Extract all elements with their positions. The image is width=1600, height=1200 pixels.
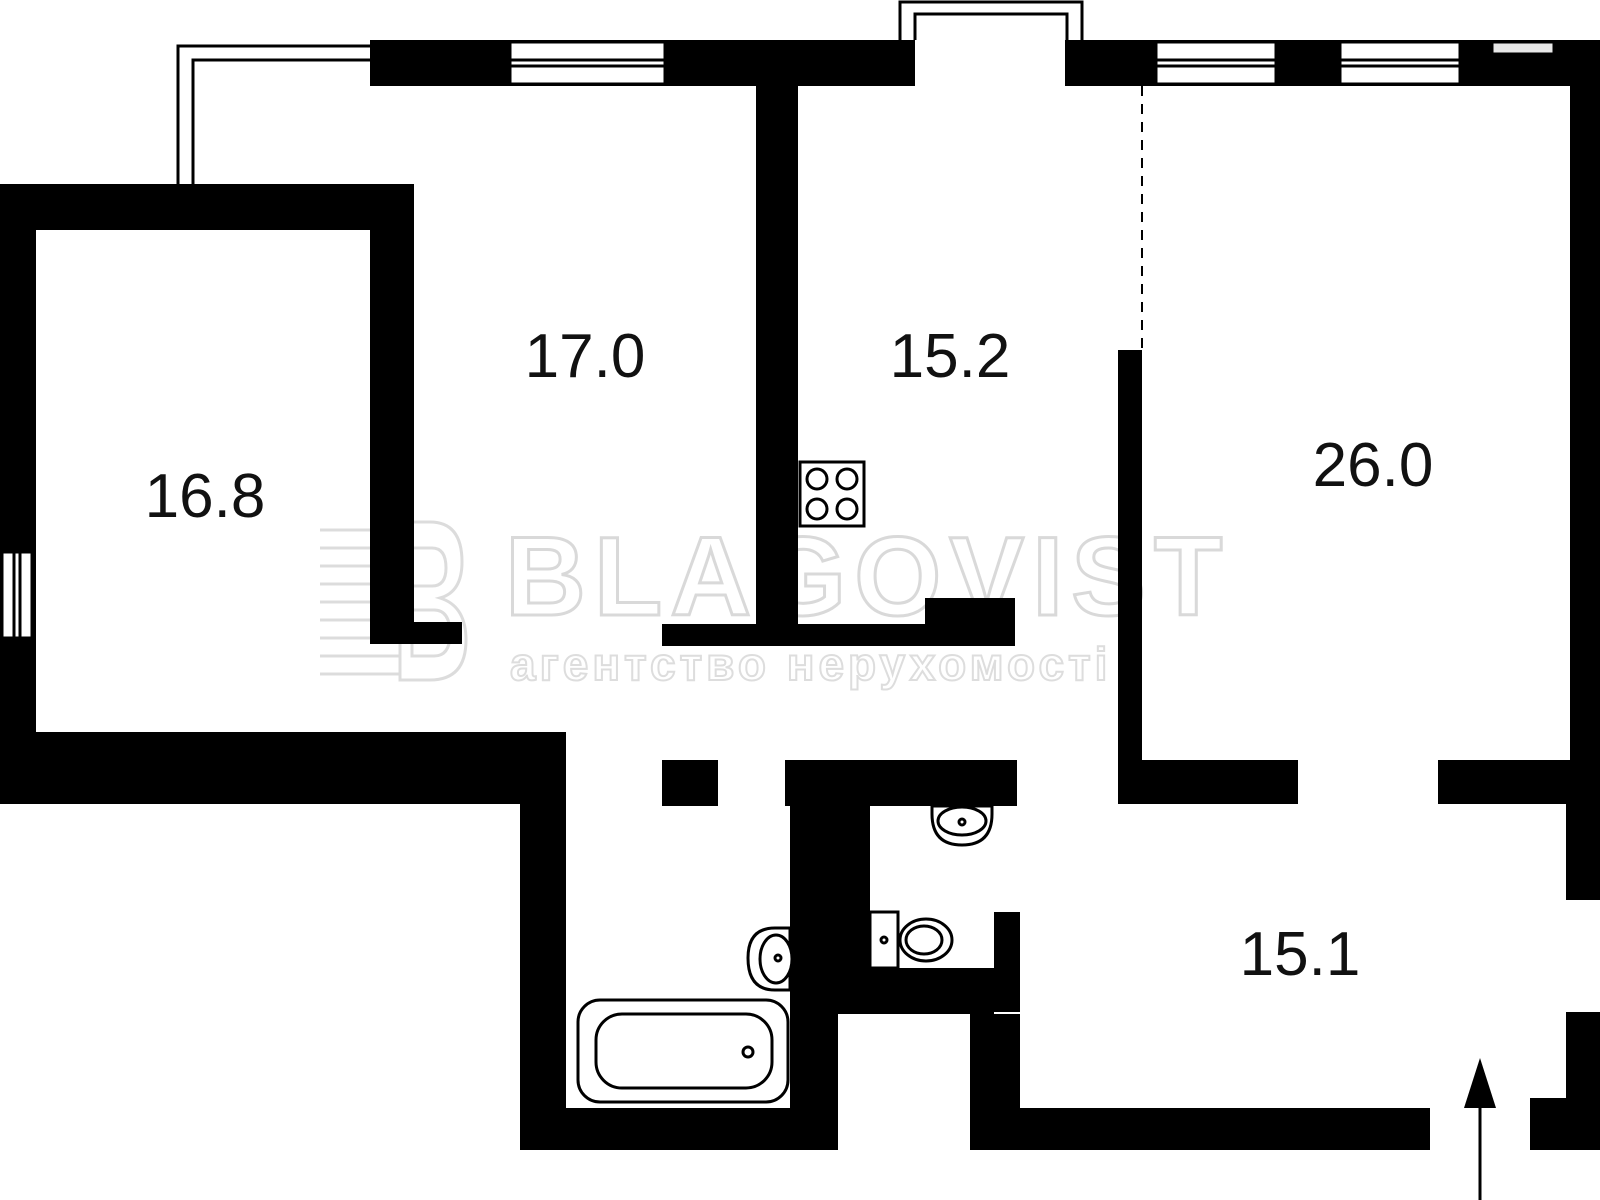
sink-icon (930, 804, 994, 847)
room-area-label: 15.2 (890, 322, 1011, 391)
walls (0, 40, 1600, 1150)
window-icon (1154, 40, 1278, 86)
room-area-label: 15.1 (1240, 920, 1361, 989)
toilet-icon (868, 910, 954, 970)
window-icon (1338, 40, 1462, 86)
balcony-outline (898, 0, 1084, 40)
watermark-logo-icon (320, 520, 468, 682)
windows (0, 40, 1556, 640)
watermark: BLAGOVIST агентство нерухомості (320, 513, 1230, 691)
balcony-outline (913, 12, 1069, 40)
bathtub-icon (576, 998, 790, 1104)
window-icon (0, 550, 34, 640)
room-area-label: 26.0 (1313, 431, 1434, 500)
sink-icon (746, 926, 794, 992)
balcony-outline (191, 58, 370, 184)
room-area-label: 17.0 (525, 322, 646, 391)
balconies (176, 0, 1084, 184)
window-icon (1490, 40, 1556, 56)
entrance-arrow-icon (1464, 1058, 1496, 1200)
stove-icon (798, 460, 866, 528)
room-area-label: 16.8 (145, 462, 266, 531)
window-icon (508, 40, 667, 86)
balcony-outline (176, 44, 370, 184)
watermark-brand: BLAGOVIST (505, 514, 1230, 639)
